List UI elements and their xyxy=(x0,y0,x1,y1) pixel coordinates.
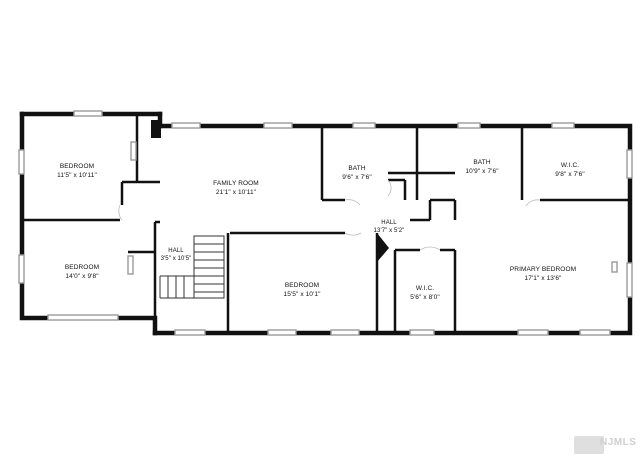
njmls-watermark: NJMLS xyxy=(574,434,636,456)
room-name: W.I.C. xyxy=(415,285,435,292)
room-label-wic-ne: W.I.C. 9'8" x 7'6" xyxy=(555,161,585,179)
room-dimensions: 9'6" x 7'6" xyxy=(342,174,372,181)
hall-corner-wedge xyxy=(377,233,389,262)
room-label-bath-1: BATH 9'6" x 7'6" xyxy=(342,164,372,182)
watermark-logo-mark xyxy=(574,436,604,454)
room-label-primary-bedroom: PRIMARY BEDROOM 17'1" x 13'6" xyxy=(510,265,576,283)
watermark-text: NJMLS xyxy=(600,437,637,448)
room-label-family-room: FAMILY ROOM 21'1" x 10'11" xyxy=(213,179,259,197)
exterior-walls xyxy=(19,111,633,336)
interior-walls xyxy=(22,114,630,333)
room-name: BEDROOM xyxy=(59,163,95,170)
room-name: BEDROOM xyxy=(284,282,320,289)
stairs xyxy=(159,235,225,299)
room-dimensions: 9'8" x 7'6" xyxy=(555,171,585,178)
room-dimensions: 13'7" x 5'2" xyxy=(373,228,405,234)
room-dimensions: 21'1" x 10'11" xyxy=(215,189,257,196)
room-label-bedroom-nw: BEDROOM 11'5" x 10'11" xyxy=(57,162,97,180)
room-name: BATH xyxy=(473,159,491,166)
door-swings xyxy=(118,179,541,251)
room-dimensions: 5'6" x 8'0" xyxy=(410,294,440,301)
windows xyxy=(18,110,633,336)
room-label-hall-left: HALL 3'5" x 10'5" xyxy=(161,247,192,263)
room-name: FAMILY ROOM xyxy=(213,180,259,187)
room-label-bedroom-sw: BEDROOM 14'0" x 9'8" xyxy=(65,263,99,281)
room-name: BEDROOM xyxy=(64,264,100,271)
room-label-wic-center: W.I.C. 5'6" x 8'0" xyxy=(410,284,440,302)
room-dimensions: 11'5" x 10'11" xyxy=(57,172,97,179)
room-label-hall-center: HALL 13'7" x 5'2" xyxy=(374,219,405,235)
room-dimensions: 14'0" x 9'8" xyxy=(65,273,99,280)
room-dimensions: 15'5" x 10'1" xyxy=(283,291,321,298)
room-name: HALL xyxy=(168,248,184,254)
room-dimensions: 3'5" x 10'5" xyxy=(160,256,192,262)
room-name: HALL xyxy=(381,220,397,226)
room-label-bath-2: BATH 10'9" x 7'6" xyxy=(465,158,498,176)
room-name: PRIMARY BEDROOM xyxy=(509,266,577,273)
room-dimensions: 10'9" x 7'6" xyxy=(465,168,499,175)
room-dimensions: 17'1" x 13'6" xyxy=(524,275,562,282)
room-name: BATH xyxy=(348,165,366,172)
room-name: W.I.C. xyxy=(560,162,580,169)
room-label-bedroom-center: BEDROOM 15'5" x 10'1" xyxy=(284,281,321,299)
